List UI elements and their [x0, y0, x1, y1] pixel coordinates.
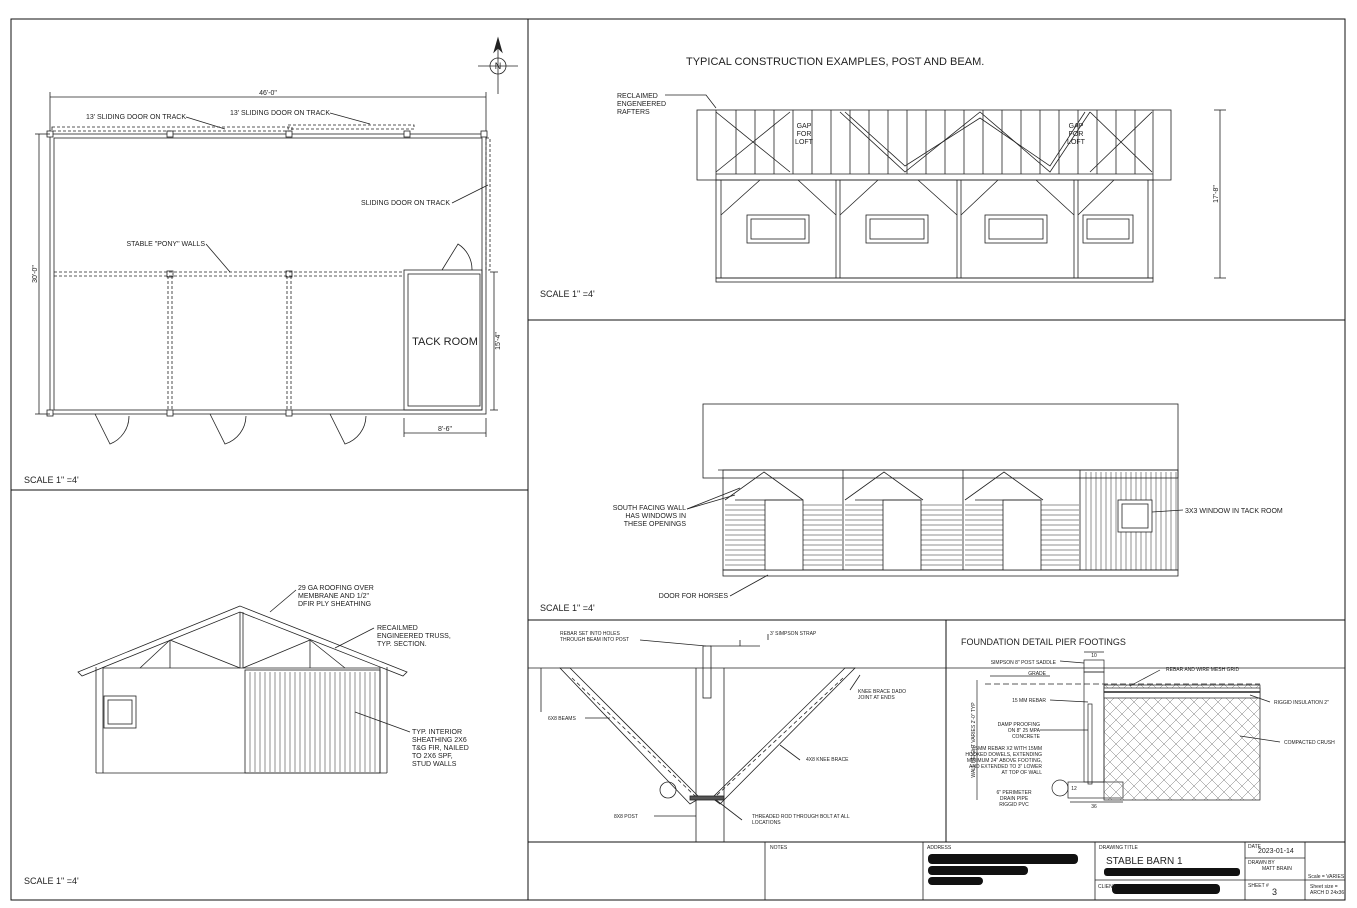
note-truss-1: RECAILMED — [377, 625, 418, 632]
scale-note: Scale = VARIES — [1308, 874, 1345, 880]
label-rafters-3: RAFTERS — [617, 109, 650, 116]
note-rebar-1: REBAR SET INTO HOLES — [560, 631, 620, 637]
label-sliding-door-2: 13' SLIDING DOOR ON TRACK — [230, 110, 330, 117]
label-tack-room: TACK ROOM — [412, 336, 478, 348]
dim-foundation-bottom: 36 — [1091, 804, 1097, 810]
note-windows-2: HAS WINDOWS IN — [625, 513, 686, 520]
sheet-size-2: ARCH D 24x36 — [1310, 890, 1344, 896]
note-dado-1: KNEE BRACE DADO — [858, 689, 906, 695]
sheet-label: SHEET # — [1248, 883, 1269, 889]
dim-post-beam-height: 17'-8" — [1213, 185, 1220, 203]
note-drain-2: DRAIN PIPE — [1000, 796, 1029, 802]
gap-left-1: GAP — [797, 123, 812, 130]
note-interior-3: T&G FIR, NAILED — [412, 745, 469, 752]
dim-foundation-top: 10 — [1091, 653, 1097, 659]
north-arrow-icon — [478, 36, 518, 94]
note-windows-1: SOUTH FACING WALL — [613, 505, 686, 512]
dim-tack-height: 15'-4" — [495, 332, 502, 350]
floor-plan — [35, 92, 498, 445]
label-tack-window: 3X3 WINDOW IN TACK ROOM — [1185, 508, 1283, 515]
note-wall-height: WALL HEIGHT VARIES 2'-0" TYP — [971, 702, 977, 778]
note-crush: COMPACTED CRUSH — [1284, 740, 1335, 746]
post-beam-title: TYPICAL CONSTRUCTION EXAMPLES, POST AND … — [686, 56, 984, 68]
note-rod-2: LOCATIONS — [752, 820, 781, 826]
note-roofing-3: DFIR PLY SHEATHING — [298, 601, 371, 608]
note-fnd-rebar-1: 15MM REBAR X2 WITH 15MM — [973, 746, 1042, 752]
note-damp-3: CONCRETE — [1012, 734, 1041, 740]
dim-foundation-side: 12 — [1071, 786, 1077, 792]
sheet-number: 3 — [1272, 887, 1277, 897]
title-block — [764, 842, 1345, 900]
note-dado-2: JOINT AT ENDS — [858, 695, 895, 701]
label-sliding-door-1: 13' SLIDING DOOR ON TRACK — [86, 114, 186, 121]
note-interior-1: TYP. INTERIOR — [412, 729, 462, 736]
north-label: N — [495, 61, 502, 71]
note-rebar15: 15 MM REBAR — [1012, 698, 1046, 704]
note-roofing-1: 29 GA ROOFING OVER — [298, 585, 374, 592]
note-interior-2: SHEATHING 2X6 — [412, 737, 467, 744]
note-strap: 3' SIMPSON STRAP — [770, 631, 817, 637]
dim-depth: 30'-0" — [32, 265, 39, 283]
note-windows-3: THESE OPENINGS — [624, 521, 687, 528]
drawn-by-label: DRAWN BY — [1248, 860, 1275, 866]
dim-width: 46'-0" — [259, 90, 277, 97]
note-post: 8X8 POST — [614, 814, 638, 820]
note-insulation: RIGGID INSULATION 2" — [1274, 700, 1329, 706]
scale-south-elevation: SCALE 1" =4' — [540, 603, 595, 613]
label-pony-walls: STABLE "PONY" WALLS — [127, 241, 206, 248]
note-rebar-mesh: REBAR AND WIRE MESH GRID — [1166, 667, 1239, 673]
drawing-title: STABLE BARN 1 — [1106, 856, 1183, 867]
note-grade: GRADE — [1028, 671, 1046, 677]
gap-left-3: LOFT — [795, 139, 814, 146]
scale-floor-plan: SCALE 1" =4' — [24, 475, 79, 485]
notes-label: NOTES — [770, 845, 788, 851]
label-door-horses: DOOR FOR HORSES — [659, 593, 729, 600]
note-drain-1: 6" PERIMETER — [996, 790, 1032, 796]
note-fnd-rebar-2: HOOKED DOWELS, EXTENDING — [965, 752, 1042, 758]
gap-left-2: FOR — [797, 131, 812, 138]
drawn-by-value: MATT BRAIN — [1262, 866, 1292, 872]
scale-post-beam: SCALE 1" =4' — [540, 289, 595, 299]
label-rafters-2: ENGENEERED — [617, 101, 666, 108]
knee-brace-detail — [528, 634, 946, 842]
note-fnd-rebar-5: AT TOP OF WALL — [1002, 770, 1043, 776]
section-view — [77, 589, 411, 774]
sheet-size-1: Sheet size = — [1310, 884, 1338, 890]
date-label: DATE — [1248, 844, 1262, 850]
label-sliding-door-side: SLIDING DOOR ON TRACK — [361, 200, 450, 207]
client-label: CLIENT — [1098, 884, 1116, 890]
scale-section: SCALE 1" =4' — [24, 876, 79, 886]
note-brace: 4X8 KNEE BRACE — [806, 757, 849, 763]
post-beam-frame — [665, 94, 1226, 283]
note-truss-3: TYP. SECTION. — [377, 641, 427, 648]
redaction-bars — [928, 854, 1240, 894]
foundation-title: FOUNDATION DETAIL PIER FOOTINGS — [961, 637, 1126, 647]
gap-right-3: LOFT — [1067, 139, 1086, 146]
dim-tack-width: 8'-6" — [438, 426, 452, 433]
sheet-frame — [10, 18, 1346, 901]
note-interior-5: STUD WALLS — [412, 761, 457, 768]
note-damp-2: ON 8" 25 MPA — [1008, 728, 1041, 734]
gap-right-2: FOR — [1069, 131, 1084, 138]
drawing-title-label: DRAWING TITLE — [1099, 845, 1139, 851]
note-fnd-rebar-3: MINIMUM 24" ABOVE FOOTING, — [967, 758, 1042, 764]
south-elevation — [686, 403, 1184, 597]
note-beams: 6X8 BEAMS — [548, 716, 576, 722]
gap-right-1: GAP — [1069, 123, 1084, 130]
note-saddle: SIMPSON 8" POST SADDLE — [991, 660, 1057, 666]
note-fnd-rebar-4: AND EXTENDED TO 3" LOWER — [969, 764, 1042, 770]
note-roofing-2: MEMBRANE AND 1/2" — [298, 593, 369, 600]
address-label: ADDRESS — [927, 845, 952, 851]
foundation-detail — [946, 651, 1345, 803]
note-rebar-2: THROUGH BEAM INTO POST — [560, 637, 629, 643]
label-rafters-1: RECLAIMED — [617, 93, 658, 100]
note-drain-3: RIGGID PVC — [999, 802, 1029, 808]
note-interior-4: TO 2X6 SPF, — [412, 753, 453, 760]
date-value: 2023-01-14 — [1258, 848, 1294, 855]
note-rod-1: THREADED ROD THROUGH BOLT AT ALL — [752, 814, 850, 820]
note-damp-1: DAMP PROOFING — [998, 722, 1041, 728]
note-truss-2: ENGINEERED TRUSS, — [377, 633, 451, 640]
